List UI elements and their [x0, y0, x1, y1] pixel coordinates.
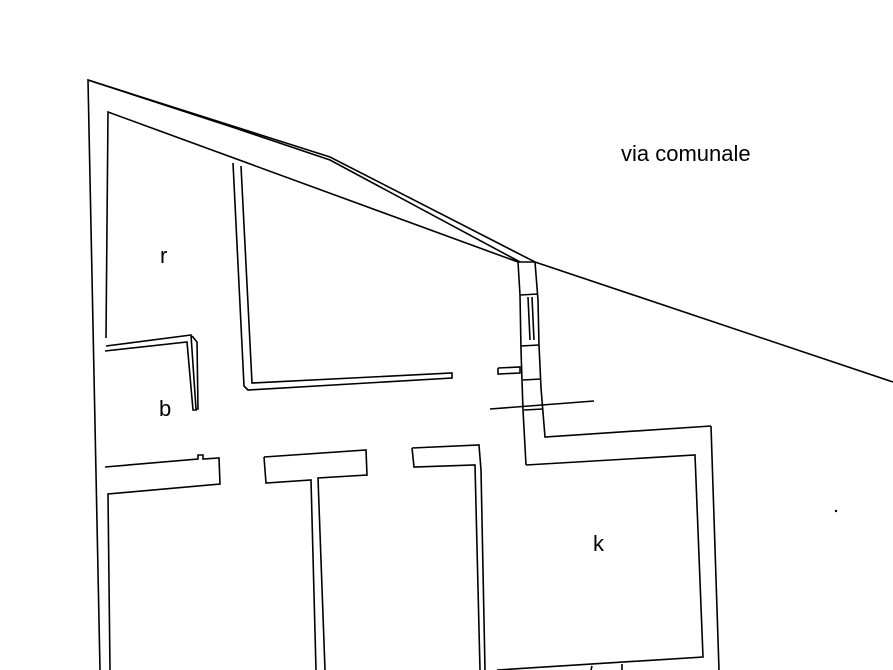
room-label-k: k [593, 531, 604, 556]
t-wall-right [411, 444, 486, 670]
room-k-wall-outer [710, 425, 720, 670]
doorjamb [527, 296, 531, 341]
entry-wall-tick-3 [522, 378, 542, 381]
outer-wall-inner-line [105, 110, 535, 339]
t-wall-right-2 [411, 447, 481, 670]
entry-wall-tick-4 [523, 408, 544, 411]
entry-wall-right [534, 261, 712, 438]
outer-wall-diagonal-inner [87, 79, 521, 263]
entry-wall-tick-2 [520, 344, 540, 347]
outer-wall-outer-line [87, 78, 893, 670]
room-label-r: r [160, 243, 168, 268]
street-label: via comunale [621, 141, 751, 166]
threshold-line [489, 400, 595, 410]
room-label-b: b [159, 396, 172, 421]
entry-wall-tick [519, 293, 539, 296]
dot-mark [834, 509, 838, 513]
room-k-wall-inner [496, 454, 704, 670]
central-room-wall-outer [232, 162, 453, 391]
entry-wall-left [517, 261, 527, 466]
doorjamb-2 [531, 296, 535, 341]
t-wall-middle [263, 449, 368, 670]
stub-wall [497, 366, 521, 375]
room-k-wall-mark [590, 665, 593, 670]
t-wall-middle-2 [263, 456, 317, 670]
room-b-wall-outer [105, 334, 199, 410]
room-b-wall-inner [104, 341, 197, 411]
room-b-lower-wall [104, 454, 221, 670]
